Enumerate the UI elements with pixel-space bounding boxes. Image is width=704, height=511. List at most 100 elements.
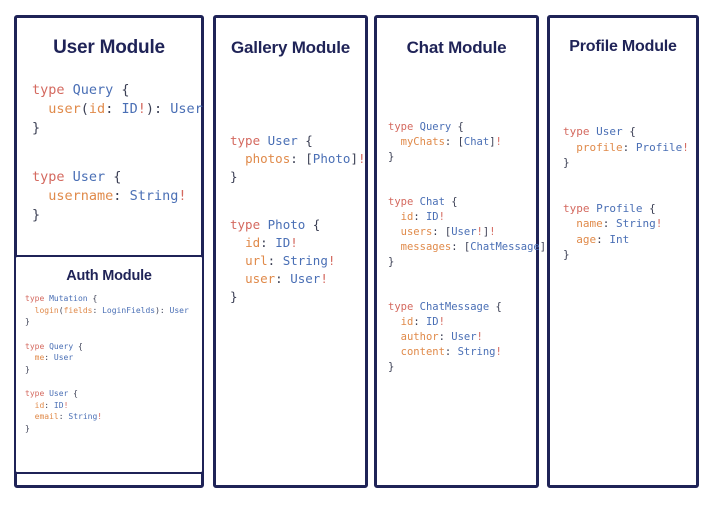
code-token-punc: : — [444, 346, 458, 358]
code-line: author: User! — [388, 330, 536, 345]
code-token-punc — [25, 353, 35, 362]
code-token-type: LoginFields — [102, 305, 156, 315]
code-block-gap — [563, 171, 696, 201]
code-token-bang: ! — [63, 400, 69, 410]
code-token-bang: ! — [290, 235, 298, 250]
code-token-punc: : — [602, 217, 616, 230]
code-block: type Query { myChats: [Chat]!} — [388, 120, 536, 165]
code-token-punc — [388, 331, 401, 343]
code-blocks-auth: type Mutation { login(fields: LoginField… — [25, 293, 202, 434]
code-token-punc: : — [260, 235, 276, 250]
code-line: content: String! — [388, 345, 536, 360]
spacer — [216, 58, 365, 132]
code-block-gap — [25, 375, 202, 388]
code-line: } — [230, 288, 365, 306]
code-token-type: Query — [72, 82, 114, 98]
code-token-punc — [230, 253, 245, 268]
code-token-punc: : — [105, 101, 122, 117]
code-token-field: messages — [400, 241, 452, 253]
code-token-bang: ! — [438, 316, 445, 328]
code-token-kw: type — [230, 217, 261, 232]
code-token-field: name — [576, 217, 603, 230]
code-token-punc — [260, 217, 268, 232]
code-line: type User { — [32, 168, 201, 187]
module-card-auth: Auth Module type Mutation { login(fields… — [14, 255, 204, 474]
code-token-punc: } — [32, 207, 41, 223]
code-token-type: User — [49, 389, 69, 398]
code-token-field: user — [48, 101, 81, 117]
code-token-punc: } — [563, 156, 570, 169]
code-line: type Photo { — [230, 216, 365, 234]
code-token-field: author — [400, 331, 439, 343]
code-token-punc: : — [58, 412, 69, 421]
code-line: } — [230, 168, 365, 186]
code-token-punc — [260, 133, 268, 148]
code-token-punc — [230, 151, 245, 166]
code-token-type: Profile — [596, 201, 643, 215]
code-token-punc: : [ — [290, 151, 313, 166]
code-blocks-profile: type User { profile: Profile!}type Profi… — [563, 124, 696, 263]
code-token-punc: { — [105, 169, 122, 185]
code-token-type: User — [596, 125, 623, 138]
code-token-type: ID — [275, 235, 291, 250]
code-token-punc — [25, 306, 35, 315]
code-line: } — [25, 316, 202, 328]
code-line: user(id: ID!): User — [32, 100, 203, 119]
code-token-kw: type — [25, 389, 45, 398]
code-line: id: ID! — [388, 315, 536, 330]
code-token-punc: : — [267, 253, 283, 268]
code-token-type: ID — [53, 400, 64, 410]
code-token-field: photos — [245, 151, 291, 166]
code-token-bang: ! — [97, 412, 103, 421]
code-token-type: ChatMessage — [470, 241, 540, 253]
code-block: type ChatMessage { id: ID! author: User!… — [388, 300, 536, 375]
code-token-punc: } — [32, 120, 41, 136]
code-line: type Query { — [25, 341, 202, 353]
code-token-type: String — [457, 346, 496, 358]
code-token-punc: { — [68, 389, 78, 398]
code-token-type: ID — [121, 101, 138, 117]
code-token-punc — [25, 412, 35, 421]
code-line: } — [388, 150, 536, 165]
code-line: type User { — [230, 132, 365, 150]
code-token-type: User — [72, 169, 106, 185]
code-line: } — [25, 423, 202, 435]
module-card-gallery: Gallery Module type User { photos: [ Phot… — [213, 15, 368, 488]
code-token-punc: { — [87, 294, 98, 303]
code-token-punc — [563, 217, 576, 230]
code-token-type: User — [170, 101, 203, 117]
code-token-punc: : [ — [444, 136, 464, 148]
code-token-punc: } — [230, 289, 238, 304]
code-token-type: Photo — [267, 217, 306, 232]
code-line: email: String! — [25, 411, 202, 423]
code-token-bang: ! — [495, 346, 502, 358]
code-line: type User { — [25, 388, 202, 400]
code-line: } — [32, 119, 201, 138]
code-line: url: String! — [230, 252, 365, 270]
code-token-punc: : — [622, 140, 636, 154]
code-token-type: User — [290, 271, 321, 286]
code-token-punc — [65, 169, 73, 185]
spacer — [550, 56, 696, 124]
code-line: } — [25, 364, 202, 376]
code-line: myChats: [Chat]! — [388, 135, 536, 150]
code-blocks-chat: type Query { myChats: [Chat]!}type Chat … — [388, 120, 552, 375]
code-token-punc: } — [388, 361, 395, 373]
code-token-punc — [388, 211, 401, 223]
code-token-bang: ! — [438, 211, 445, 223]
code-token-bang: ! — [682, 140, 689, 154]
code-token-bang: ! — [137, 101, 146, 117]
code-token-punc: : [ — [451, 241, 471, 253]
code-line: type Mutation { — [25, 293, 202, 305]
code-token-bang: ! — [327, 253, 336, 268]
code-token-field: id — [245, 235, 261, 250]
code-token-field: user — [245, 271, 276, 286]
code-token-field: fields — [63, 305, 93, 315]
code-line: age: Int — [563, 232, 696, 248]
code-token-type: User — [53, 353, 74, 362]
code-token-punc — [32, 188, 48, 204]
module-title-gallery: Gallery Module — [230, 38, 351, 57]
code-token-punc: } — [25, 317, 30, 326]
module-title-profile: Profile Module — [569, 38, 677, 55]
